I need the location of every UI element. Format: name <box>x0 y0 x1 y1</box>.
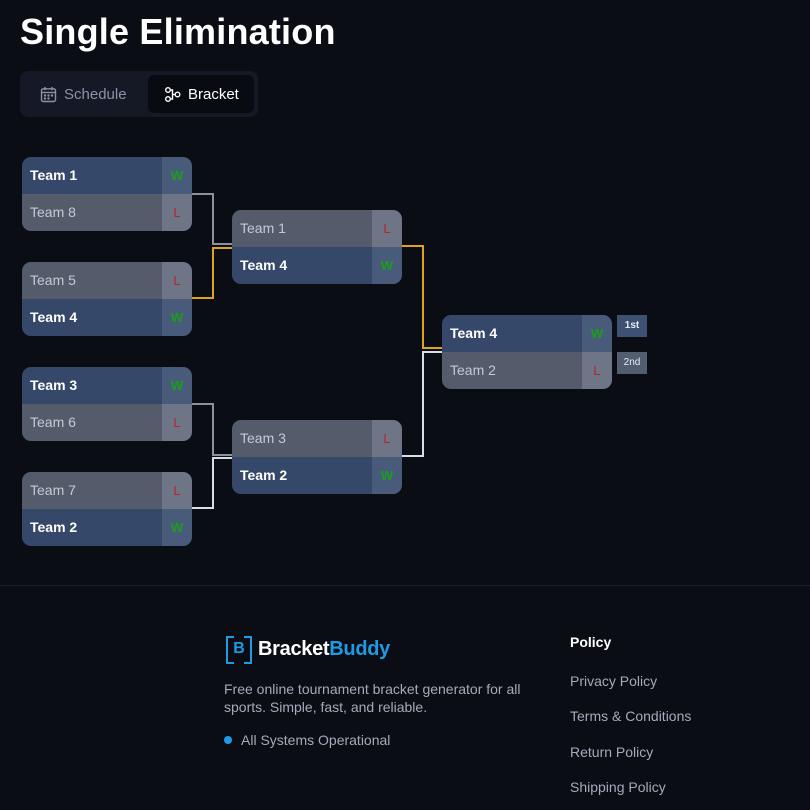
first-place-badge: 1st <box>617 315 647 337</box>
result-badge: W <box>372 457 402 494</box>
connector-m1-to-sf1 <box>192 193 232 245</box>
terms-conditions-link[interactable]: Terms & Conditions <box>570 708 692 724</box>
tab-bracket[interactable]: Bracket <box>148 75 254 113</box>
team-name: Team 2 <box>442 352 582 389</box>
match-round1-4[interactable]: Team 7 L Team 2 W <box>22 472 192 546</box>
result-badge: W <box>162 509 192 546</box>
team-name: Team 4 <box>442 315 582 352</box>
result-badge: L <box>372 210 402 247</box>
connector-m3-to-sf2 <box>192 403 232 456</box>
result-badge: L <box>372 420 402 457</box>
tab-schedule-label: Schedule <box>64 85 127 103</box>
connector-m4-to-sf2 <box>192 457 232 509</box>
team-row[interactable]: Team 3 W <box>22 367 192 404</box>
team-name: Team 1 <box>22 157 162 194</box>
privacy-policy-link[interactable]: Privacy Policy <box>570 673 658 689</box>
team-name: Team 3 <box>232 420 372 457</box>
bracket-icon <box>164 86 181 103</box>
match-semifinal-2[interactable]: Team 3 L Team 2 W <box>232 420 402 494</box>
team-row[interactable]: Team 4 W <box>232 247 402 284</box>
connector-sf1-to-final <box>402 245 442 349</box>
result-badge: L <box>582 352 612 389</box>
team-name: Team 2 <box>22 509 162 546</box>
brand-logo[interactable]: B BracketBuddy <box>226 636 390 664</box>
team-row[interactable]: Team 6 L <box>22 404 192 441</box>
team-row[interactable]: Team 3 L <box>232 420 402 457</box>
tab-schedule[interactable]: Schedule <box>26 75 144 113</box>
team-row[interactable]: Team 2 W <box>22 509 192 546</box>
second-place-badge: 2nd <box>617 352 647 374</box>
team-name: Team 7 <box>22 472 162 509</box>
team-row[interactable]: Team 1 L <box>232 210 402 247</box>
team-name: Team 5 <box>22 262 162 299</box>
result-badge: W <box>582 315 612 352</box>
team-row[interactable]: Team 5 L <box>22 262 192 299</box>
system-status: All Systems Operational <box>224 732 390 748</box>
result-badge: W <box>372 247 402 284</box>
result-badge: L <box>162 194 192 231</box>
result-badge: W <box>162 367 192 404</box>
team-name: Team 6 <box>22 404 162 441</box>
team-name: Team 2 <box>232 457 372 494</box>
return-policy-link[interactable]: Return Policy <box>570 744 654 760</box>
team-row[interactable]: Team 8 L <box>22 194 192 231</box>
team-name: Team 8 <box>22 194 162 231</box>
tab-bracket-label: Bracket <box>188 85 239 103</box>
team-row[interactable]: Team 7 L <box>22 472 192 509</box>
bracket-logo-icon: B <box>226 636 252 664</box>
result-badge: L <box>162 404 192 441</box>
team-name: Team 1 <box>232 210 372 247</box>
policy-heading: Policy <box>570 634 612 650</box>
result-badge: W <box>162 157 192 194</box>
page-title: Single Elimination <box>20 11 336 52</box>
result-badge: W <box>162 299 192 336</box>
view-tabs: Schedule Bracket <box>20 71 258 117</box>
connector-m2-to-sf1 <box>192 247 232 299</box>
team-row[interactable]: Team 4 W <box>22 299 192 336</box>
match-round1-1[interactable]: Team 1 W Team 8 L <box>22 157 192 231</box>
brand-name-prefix: Bracket <box>258 637 330 660</box>
team-row[interactable]: Team 4 W <box>442 315 612 352</box>
match-round1-3[interactable]: Team 3 W Team 6 L <box>22 367 192 441</box>
footer-tagline: Free online tournament bracket generator… <box>224 681 521 715</box>
team-name: Team 4 <box>232 247 372 284</box>
connector-sf2-to-final <box>402 351 442 457</box>
team-row[interactable]: Team 2 W <box>232 457 402 494</box>
shipping-policy-link[interactable]: Shipping Policy <box>570 779 666 795</box>
brand-name: BracketBuddy <box>258 638 390 661</box>
status-text: All Systems Operational <box>241 732 391 748</box>
team-row[interactable]: Team 1 W <box>22 157 192 194</box>
calendar-icon <box>40 86 57 103</box>
match-final[interactable]: Team 4 W Team 2 L <box>442 315 612 389</box>
result-badge: L <box>162 472 192 509</box>
team-row[interactable]: Team 2 L <box>442 352 612 389</box>
result-badge: L <box>162 262 192 299</box>
team-name: Team 4 <box>22 299 162 336</box>
brand-name-suffix: Buddy <box>329 637 390 660</box>
status-dot-icon <box>224 736 232 744</box>
match-round1-2[interactable]: Team 5 L Team 4 W <box>22 262 192 336</box>
footer-divider <box>0 585 810 586</box>
team-name: Team 3 <box>22 367 162 404</box>
match-semifinal-1[interactable]: Team 1 L Team 4 W <box>232 210 402 284</box>
